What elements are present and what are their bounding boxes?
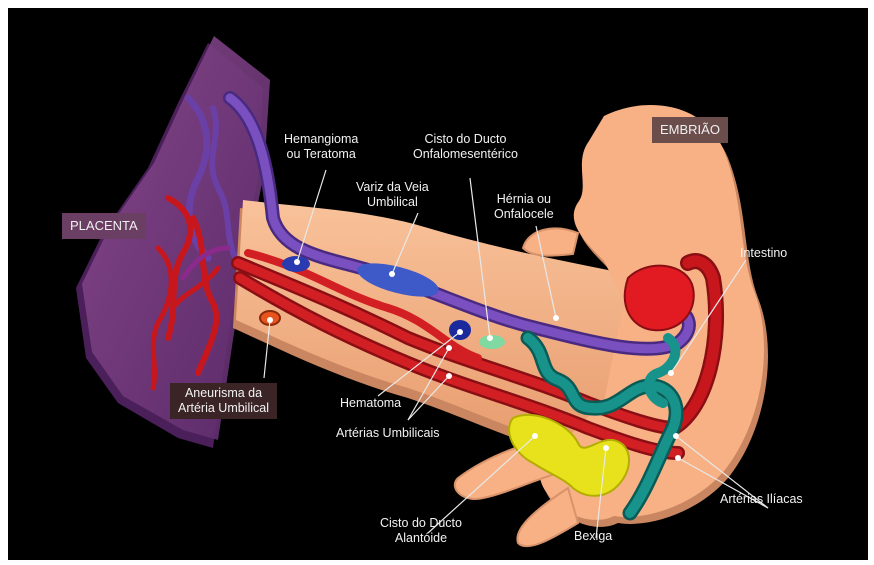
label-intestino: Intestino — [740, 246, 787, 261]
heart-structure — [625, 266, 694, 331]
label-cisto-alantoide: Cisto do Ducto Alantóide — [380, 516, 462, 546]
label-hematoma: Hematoma — [340, 396, 401, 411]
label-hernia-line1: Hérnia ou — [494, 192, 554, 207]
label-hemangioma-line2: ou Teratoma — [284, 147, 358, 162]
placenta-tag: PLACENTA — [62, 213, 146, 239]
label-variz-line2: Umbilical — [356, 195, 429, 210]
diagram-canvas: PLACENTA EMBRIÃO Hemangioma ou Teratoma … — [8, 8, 868, 560]
label-aneurisma: Aneurisma da Artéria Umbilical — [170, 383, 277, 419]
umbilical-anatomy-illustration — [8, 8, 868, 560]
label-hernia: Hérnia ou Onfalocele — [494, 192, 554, 222]
label-hernia-line2: Onfalocele — [494, 207, 554, 222]
label-hemangioma-line1: Hemangioma — [284, 132, 358, 147]
label-bexiga: Bexiga — [574, 529, 612, 544]
label-cisto-onfalo-line2: Onfalomesentérico — [413, 147, 518, 162]
label-cisto-alantoide-line2: Alantóide — [380, 531, 462, 546]
label-hemangioma: Hemangioma ou Teratoma — [284, 132, 358, 162]
embryo-tag: EMBRIÃO — [652, 117, 728, 143]
label-cisto-alantoide-line1: Cisto do Ducto — [380, 516, 462, 531]
label-arterias-iliacas: Artérias Ilíacas — [720, 492, 803, 507]
label-cisto-onfalomesenterico: Cisto do Ducto Onfalomesentérico — [413, 132, 518, 162]
label-aneurisma-line2: Artéria Umbilical — [178, 401, 269, 416]
label-variz-line1: Variz da Veia — [356, 180, 429, 195]
label-aneurisma-line1: Aneurisma da — [178, 386, 269, 401]
label-cisto-onfalo-line1: Cisto do Ducto — [413, 132, 518, 147]
label-arterias-umbilicais: Artérias Umbilicais — [336, 426, 440, 441]
label-variz: Variz da Veia Umbilical — [356, 180, 429, 210]
